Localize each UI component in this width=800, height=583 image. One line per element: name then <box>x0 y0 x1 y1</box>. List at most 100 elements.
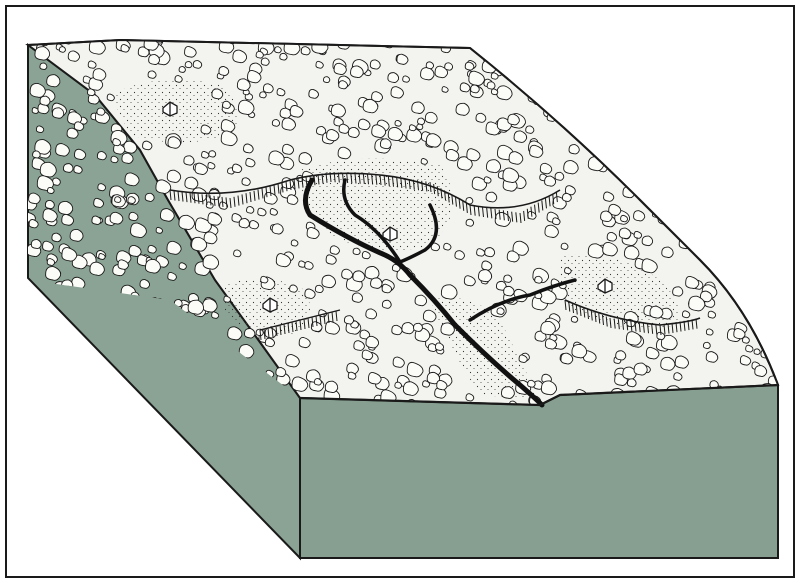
boulder <box>31 240 41 249</box>
boulder <box>674 373 682 381</box>
boulder <box>301 47 310 55</box>
boulder <box>755 366 767 377</box>
boulder <box>535 276 543 283</box>
boulder <box>455 251 465 260</box>
boulder <box>491 73 498 79</box>
boulder <box>280 53 287 60</box>
boulder <box>242 178 250 186</box>
boulder <box>223 101 231 108</box>
boulder <box>466 219 474 226</box>
boulder <box>619 228 630 239</box>
boulder <box>40 63 47 69</box>
boulder <box>149 55 160 65</box>
boulder <box>562 193 571 201</box>
boulder <box>47 75 60 87</box>
boulder <box>276 368 286 377</box>
boulder <box>414 323 423 331</box>
boulder <box>370 60 380 69</box>
boulder <box>353 248 360 254</box>
boulder <box>673 287 683 296</box>
boulder <box>471 85 480 93</box>
boulder <box>323 77 329 83</box>
boulder <box>175 76 182 83</box>
boulder <box>260 92 267 98</box>
boulder <box>501 387 514 399</box>
boulder <box>528 380 536 387</box>
boulder <box>486 160 500 173</box>
boulder <box>526 126 534 133</box>
boulder <box>487 82 495 89</box>
boulder <box>504 286 514 296</box>
boulder <box>703 342 710 348</box>
boulder <box>662 247 673 257</box>
boulder <box>40 162 56 177</box>
boulder <box>486 192 497 202</box>
boulder <box>508 114 520 125</box>
boulder <box>140 280 150 289</box>
boulder <box>402 323 414 334</box>
boulder <box>315 285 323 292</box>
boulder <box>122 153 133 163</box>
boulder <box>371 278 382 289</box>
boulder <box>185 177 198 189</box>
boulder <box>219 66 229 75</box>
boulder <box>607 232 616 241</box>
boulder <box>351 66 364 78</box>
boulder <box>275 47 282 53</box>
boulder <box>339 81 348 89</box>
boulder <box>97 152 106 160</box>
boulder <box>418 118 425 124</box>
boulder <box>45 200 54 208</box>
boulder <box>36 126 43 133</box>
boulder <box>421 158 427 164</box>
boulder <box>642 236 652 246</box>
boulder <box>627 379 636 387</box>
boulder <box>624 246 639 259</box>
boulder <box>111 156 118 162</box>
boulder <box>261 276 268 283</box>
boulder <box>426 62 433 69</box>
boulder <box>445 63 453 70</box>
boulder <box>59 47 65 53</box>
boulder <box>212 89 223 99</box>
boulder <box>188 300 203 314</box>
boulder <box>209 151 216 157</box>
boulder <box>601 211 613 222</box>
boulder <box>706 329 713 335</box>
boulder <box>545 176 556 186</box>
boulder <box>35 47 50 60</box>
boulder <box>616 351 626 360</box>
boulder <box>261 58 269 65</box>
boulder <box>395 120 401 126</box>
boulder <box>246 207 253 214</box>
boulder <box>395 382 402 388</box>
boulder <box>380 139 391 149</box>
boulder <box>63 164 73 173</box>
boulder <box>478 270 491 282</box>
boulder <box>352 293 362 302</box>
boulder <box>491 89 497 95</box>
boulder <box>403 76 410 82</box>
boulder <box>621 215 628 221</box>
boulder <box>344 316 353 324</box>
boulder <box>239 219 249 228</box>
boulder <box>465 62 474 70</box>
boulder <box>348 127 359 137</box>
boulder <box>325 381 337 392</box>
boulder <box>444 243 451 250</box>
boulder <box>245 329 255 339</box>
boulder <box>272 224 283 234</box>
boulder <box>52 233 61 242</box>
boulder <box>33 151 41 158</box>
boulder <box>272 120 279 127</box>
boulder <box>314 379 321 386</box>
boulder <box>456 103 469 115</box>
boulder <box>353 271 365 282</box>
boulder <box>541 321 556 334</box>
boulder <box>412 102 425 113</box>
boulder <box>572 344 587 357</box>
boulder <box>415 295 427 306</box>
boulder <box>185 62 192 68</box>
